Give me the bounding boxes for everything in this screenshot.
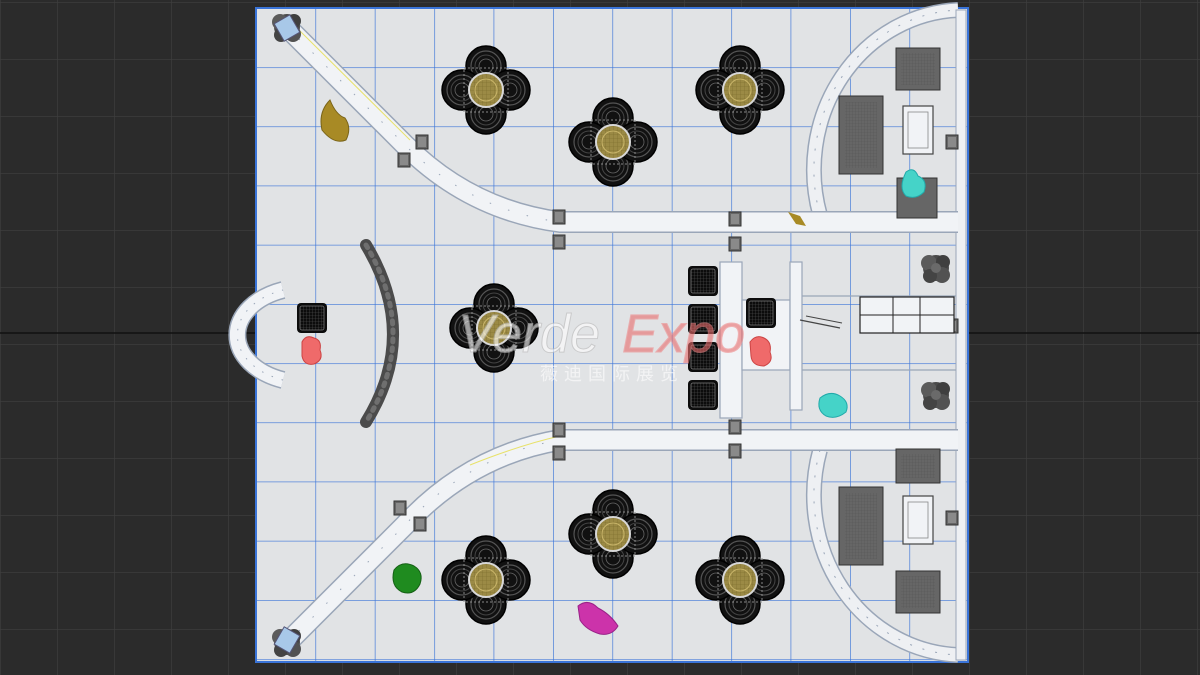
watermark-subtitle: 薇迪国际展览 bbox=[540, 364, 684, 385]
entrance-stairs[interactable] bbox=[799, 296, 955, 334]
stool-left[interactable] bbox=[296, 302, 328, 334]
plant-cyan-top[interactable] bbox=[901, 169, 926, 198]
corner-planter-top[interactable] bbox=[272, 14, 301, 42]
watermark-brand-part1: Verde bbox=[458, 304, 600, 364]
walkway-bottom[interactable] bbox=[277, 429, 958, 653]
plant-red-left[interactable] bbox=[301, 336, 322, 365]
plant-cyan-center[interactable] bbox=[818, 392, 848, 418]
plant-ochre[interactable] bbox=[320, 99, 806, 226]
watermark: Verde Expo 薇迪国际展览 bbox=[458, 304, 746, 386]
watermark-brand-part2: Expo bbox=[622, 304, 745, 364]
hedge-partition[interactable] bbox=[360, 239, 399, 428]
curved-wall-bottom-right[interactable] bbox=[805, 447, 959, 663]
curved-wall-top-right[interactable] bbox=[805, 2, 959, 218]
sofa-top[interactable] bbox=[838, 47, 941, 219]
plant-green[interactable] bbox=[392, 563, 422, 594]
right-wall[interactable] bbox=[955, 9, 967, 661]
plant-magenta[interactable] bbox=[577, 602, 619, 635]
plant-red-center[interactable] bbox=[749, 336, 772, 367]
sofa-bottom[interactable] bbox=[838, 448, 941, 614]
corner-planter-bottom[interactable] bbox=[272, 626, 301, 657]
walkway-top[interactable] bbox=[277, 17, 958, 233]
shrub-right-bottom[interactable] bbox=[921, 382, 950, 410]
curved-bench-left[interactable] bbox=[228, 281, 286, 389]
shrub-right-top[interactable] bbox=[921, 255, 950, 283]
